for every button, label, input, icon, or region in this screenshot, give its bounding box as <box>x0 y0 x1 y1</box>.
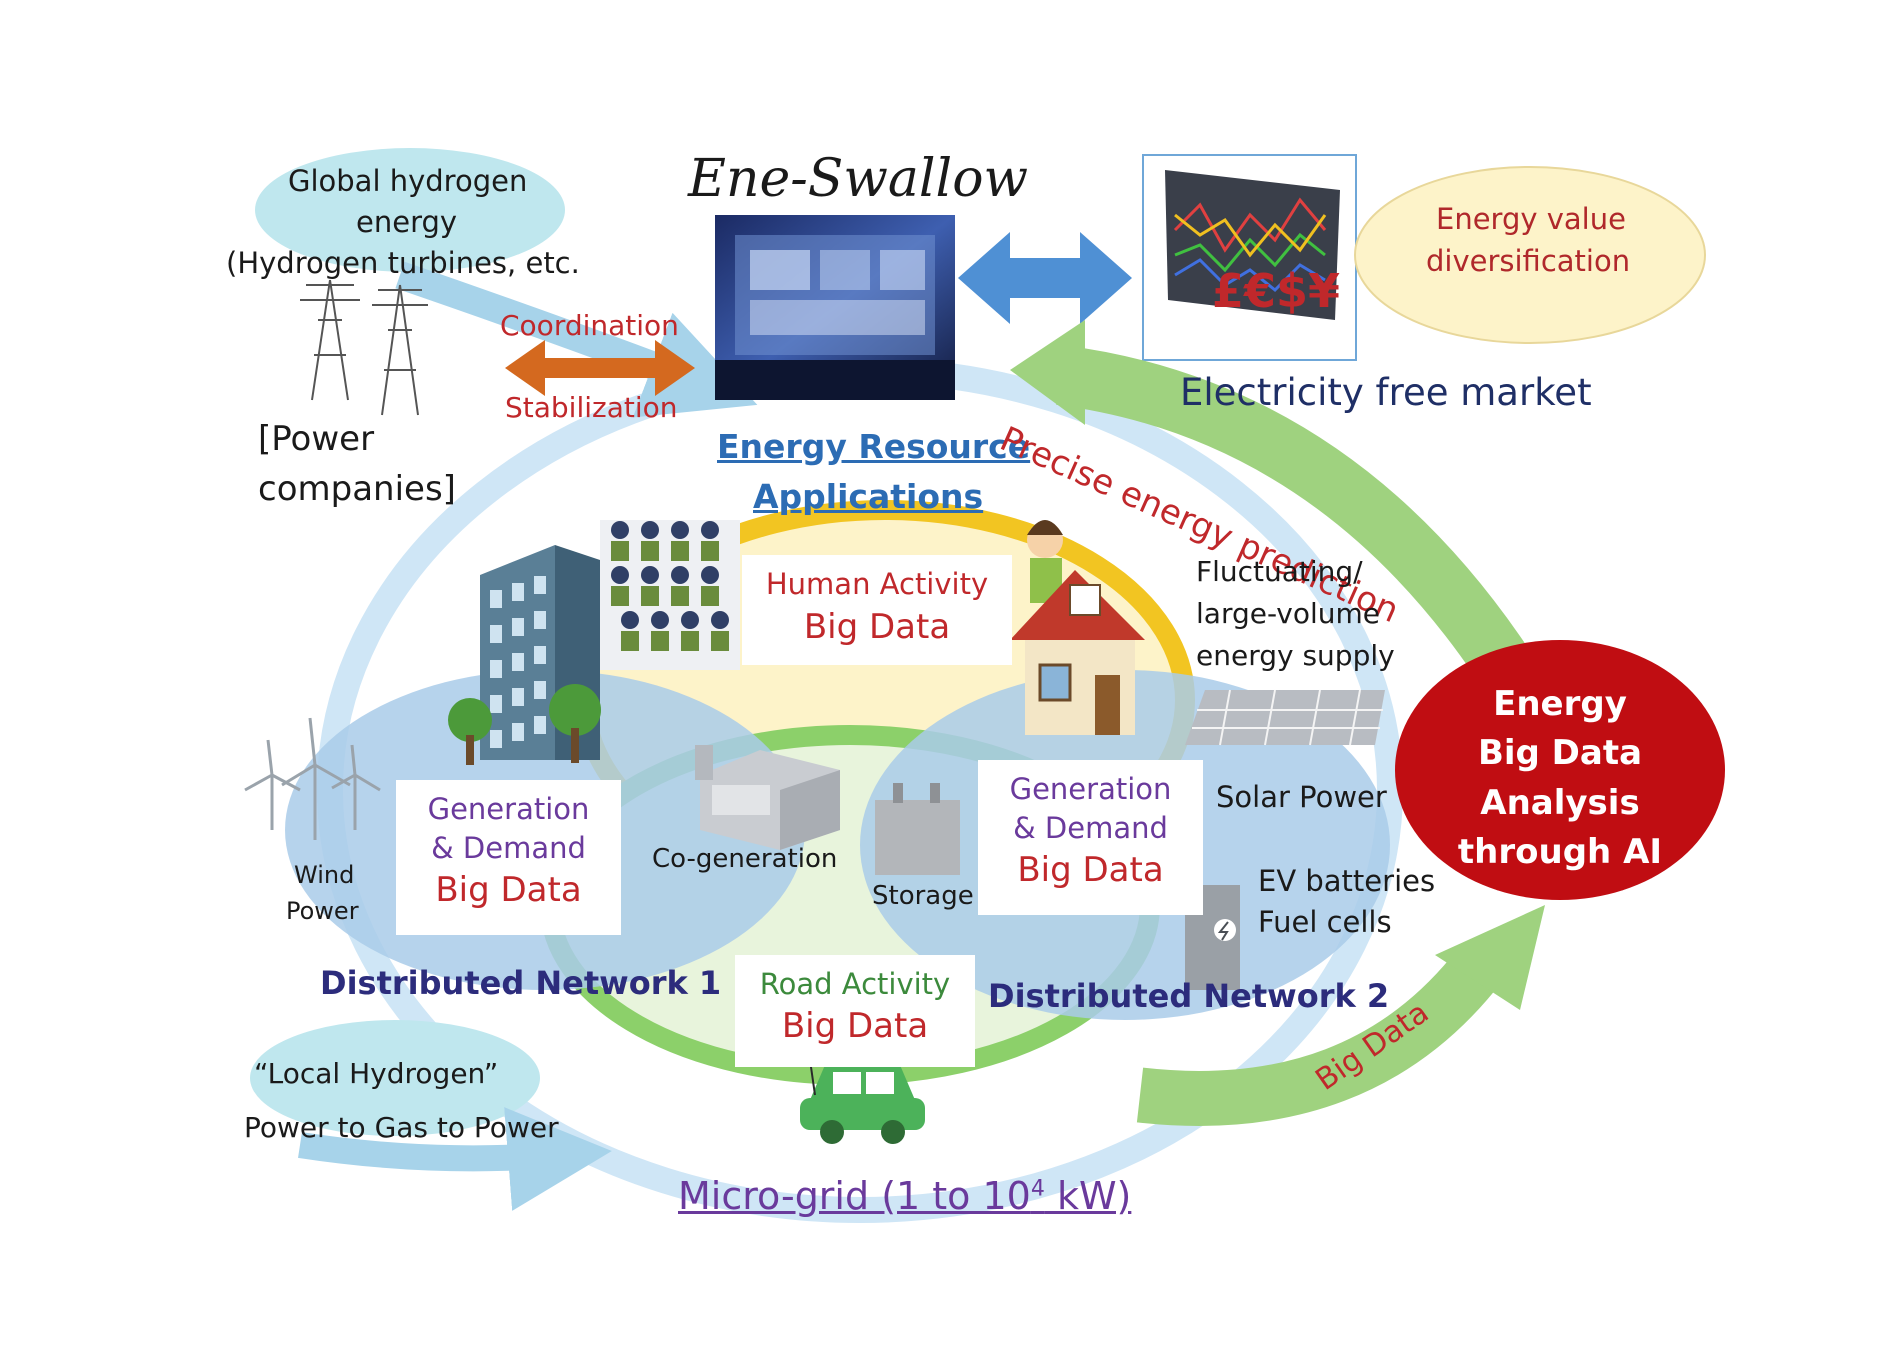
global-hydrogen-line1: Global hydrogen <box>288 164 528 198</box>
cogeneration-unit-icon <box>695 745 840 850</box>
wind-line2: Power <box>286 897 359 925</box>
microgrid-prefix: Micro-grid (1 to 10 <box>678 1174 1031 1218</box>
local-hydrogen-arrow <box>298 1107 612 1211</box>
microgrid-superscript: 4 <box>1030 1176 1045 1202</box>
local-hydrogen-cloud <box>250 1020 540 1136</box>
market-link-double-arrow-icon <box>958 232 1132 324</box>
solar-panel-icon <box>1185 689 1385 746</box>
ev-line2: Fuel cells <box>1258 905 1392 939</box>
ai-analysis-line4: through AI <box>1457 831 1663 872</box>
person-icon <box>1027 520 1063 603</box>
global-hydrogen-cloud <box>255 148 565 272</box>
human-activity-line1: Human Activity <box>765 567 989 601</box>
prediction-arrow-icon <box>1010 320 1525 677</box>
microgrid-suffix: kW) <box>1044 1174 1132 1218</box>
currency-symbols: £€$¥ <box>1212 264 1341 318</box>
network2-label: Distributed Network 2 <box>988 977 1390 1015</box>
ai-analysis-text: Energy Big Data Analysis through AI <box>1420 680 1700 877</box>
solar-label: Solar Power <box>1216 780 1387 814</box>
network1-gen-box: Generation & Demand Big Data <box>396 780 621 935</box>
global-hydrogen-line2: energy <box>356 205 458 239</box>
power-companies-line2: companies] <box>258 469 456 509</box>
network2-gen-line3: Big Data <box>1017 850 1164 890</box>
global-hydrogen-line3: (Hydrogen turbines, etc. <box>226 246 580 280</box>
fluctuating-line1: Fluctuating/ <box>1196 555 1363 588</box>
house-icon <box>1010 570 1145 735</box>
network2-gen-line2: & Demand <box>1013 811 1168 845</box>
stock-chart-icon <box>1142 154 1357 361</box>
ai-analysis-line2: Big Data <box>1477 733 1643 774</box>
cogeneration-label: Co-generation <box>652 844 838 874</box>
power-companies-line1: [Power <box>258 419 375 459</box>
hub-label-line1: Energy Resource <box>717 427 1031 466</box>
ev-line1: EV batteries <box>1258 864 1436 898</box>
human-activity-box: Human Activity Big Data <box>742 555 1012 665</box>
fluctuating-line2: large-volume <box>1196 597 1381 630</box>
wind-line1: Wind <box>294 861 355 889</box>
value-cloud-line2: diversification <box>1426 244 1631 278</box>
hub-label-line2: Applications <box>753 477 984 516</box>
value-cloud-line1: Energy value <box>1436 202 1626 236</box>
people-crowd-icon <box>600 520 740 670</box>
charging-station-icon <box>1185 885 1240 990</box>
ai-analysis-line3: Analysis <box>1480 782 1640 823</box>
big-data-arrow-icon <box>1136 905 1545 1126</box>
microgrid-label: Micro-grid (1 to 104 kW) <box>678 1174 1132 1219</box>
ene-swallow-title: Ene-Swallow <box>688 149 1029 209</box>
server-room-icon <box>715 215 955 400</box>
network2-gen-line1: Generation <box>1009 772 1172 806</box>
market-label: Electricity free market <box>1180 371 1592 414</box>
network1-gen-line1: Generation <box>427 792 590 826</box>
network1-label: Distributed Network 1 <box>320 964 722 1002</box>
road-activity-box: Road Activity Big Data <box>735 955 975 1067</box>
local-hydrogen-line2: Power to Gas to Power <box>244 1111 559 1144</box>
ai-analysis-circle <box>1395 640 1725 900</box>
road-activity-line1: Road Activity <box>759 967 951 1001</box>
stabilization-label: Stabilization <box>505 391 678 424</box>
local-hydrogen-line1: “Local Hydrogen” <box>254 1057 499 1090</box>
coordination-double-arrow-icon <box>505 340 695 396</box>
network1-gen-line2: & Demand <box>431 831 586 865</box>
network1-gen-line3: Big Data <box>435 870 582 910</box>
office-building-icon <box>448 545 601 765</box>
transmission-tower-icon <box>300 279 428 416</box>
ai-analysis-line1: Energy <box>1493 684 1627 724</box>
wind-turbine-icon <box>244 717 381 840</box>
storage-label: Storage <box>872 881 974 911</box>
car-icon <box>800 1048 925 1144</box>
value-cloud-icon <box>1354 166 1706 344</box>
human-activity-line2: Big Data <box>803 607 951 647</box>
coordination-label: Coordination <box>500 309 679 342</box>
fluctuating-line3: energy supply <box>1196 639 1395 672</box>
network2-gen-box: Generation & Demand Big Data <box>978 760 1203 915</box>
road-activity-line2: Big Data <box>781 1006 929 1046</box>
battery-icon <box>875 783 960 875</box>
